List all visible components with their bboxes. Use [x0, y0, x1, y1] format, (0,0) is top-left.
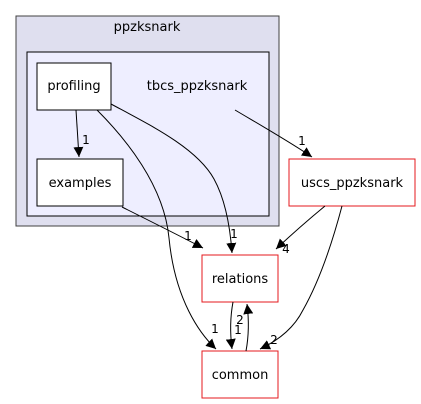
cluster-tbcs-ppzksnark-label: tbcs_ppzksnark [147, 79, 248, 94]
node-profiling-label: profiling [47, 79, 100, 94]
cluster-ppzksnark-label: ppzksnark [114, 20, 181, 35]
node-examples-label: examples [49, 176, 112, 191]
node-relations-label: relations [212, 272, 269, 287]
edge-common-relations[interactable]: 2 [236, 303, 254, 352]
edge-tbcs-uscs[interactable]: 1 [234, 109, 313, 158]
edge-relations-common[interactable]: 1 [225, 301, 242, 350]
edge-label: 1 [184, 229, 192, 243]
edge-profiling-common[interactable]: 1 [96, 109, 219, 350]
edge-profiling-relations[interactable]: 1 [110, 103, 238, 254]
node-uscs-ppzksnark-label: uscs_ppzksnark [301, 176, 404, 191]
node-uscs-ppzksnark[interactable]: uscs_ppzksnark [288, 158, 416, 207]
edge-label: 1 [211, 322, 219, 336]
node-profiling[interactable]: profiling [36, 62, 112, 111]
edge-uscs-common[interactable]: 2 [259, 205, 343, 350]
node-common-label: common [212, 368, 269, 383]
node-common[interactable]: common [201, 350, 279, 399]
edge-uscs-relations[interactable]: 4 [275, 205, 326, 256]
edge-label: 1 [298, 134, 306, 148]
edge-label: 1 [234, 323, 242, 337]
edge-profiling-examples[interactable]: 1 [73, 109, 90, 158]
edge-examples-relations[interactable]: 1 [121, 206, 204, 249]
edge-label: 1 [230, 227, 238, 241]
edge-label: 2 [270, 333, 278, 347]
node-relations[interactable]: relations [201, 254, 279, 303]
node-examples[interactable]: examples [36, 158, 124, 207]
edge-label: 2 [236, 313, 244, 327]
edge-label: 4 [282, 242, 290, 256]
edge-label: 1 [82, 133, 90, 147]
